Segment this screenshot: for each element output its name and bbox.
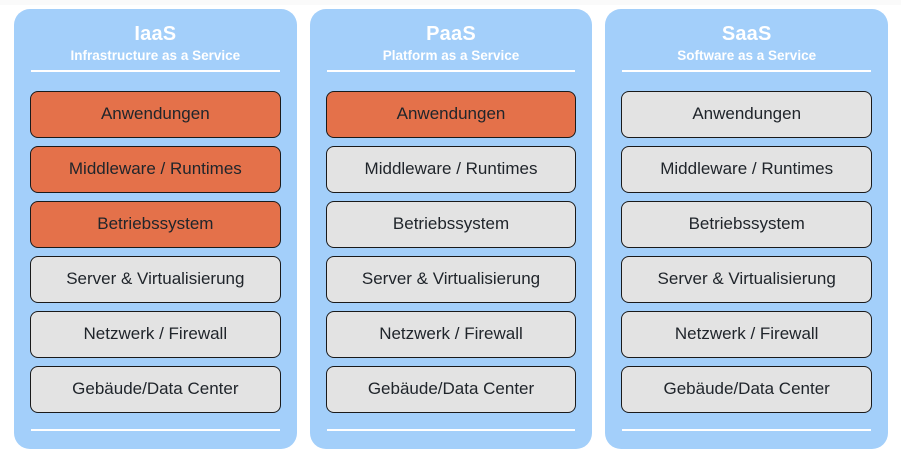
footer-divider-iaas	[31, 429, 280, 431]
panel-header-iaas: IaaS Infrastructure as a Service	[30, 9, 281, 64]
top-background-strip	[0, 0, 901, 5]
header-divider-paas	[326, 70, 576, 72]
layer-datacenter-iaas[interactable]: Gebäude/Data Center	[30, 365, 281, 413]
layer-middleware-iaas[interactable]: Middleware / Runtimes	[30, 145, 281, 193]
panel-bottom-padding-saas	[621, 431, 872, 449]
panel-bottom-padding-paas	[326, 431, 577, 449]
layer-os-paas[interactable]: Betriebssystem	[325, 200, 577, 248]
panel-iaas: IaaS Infrastructure as a Service Anwendu…	[14, 9, 297, 449]
footer-divider-saas	[622, 429, 872, 431]
layer-stack-iaas: Anwendungen Middleware / Runtimes Betrie…	[30, 72, 281, 429]
layer-network-saas[interactable]: Netzwerk / Firewall	[621, 310, 873, 358]
header-divider-iaas	[31, 70, 280, 72]
header-divider-saas	[622, 70, 872, 72]
panel-paas: PaaS Platform as a Service Anwendungen M…	[309, 9, 593, 449]
panel-abbr-paas: PaaS	[426, 23, 476, 45]
layer-os-iaas[interactable]: Betriebssystem	[30, 200, 281, 248]
layer-middleware-saas[interactable]: Middleware / Runtimes	[621, 145, 873, 193]
layer-datacenter-paas[interactable]: Gebäude/Data Center	[325, 365, 577, 413]
layer-network-iaas[interactable]: Netzwerk / Firewall	[30, 310, 281, 358]
layer-applications-saas[interactable]: Anwendungen	[621, 90, 873, 138]
layer-network-paas[interactable]: Netzwerk / Firewall	[325, 310, 577, 358]
panel-bottom-padding-iaas	[30, 431, 281, 449]
layer-applications-iaas[interactable]: Anwendungen	[30, 90, 281, 138]
layer-applications-paas[interactable]: Anwendungen	[325, 90, 577, 138]
panel-saas: SaaS Software as a Service Anwendungen M…	[605, 9, 889, 449]
layer-datacenter-saas[interactable]: Gebäude/Data Center	[621, 365, 873, 413]
panel-header-saas: SaaS Software as a Service	[621, 9, 872, 64]
panel-header-paas: PaaS Platform as a Service	[326, 9, 577, 64]
layer-middleware-paas[interactable]: Middleware / Runtimes	[325, 145, 577, 193]
layer-server-saas[interactable]: Server & Virtualisierung	[621, 255, 873, 303]
layer-server-paas[interactable]: Server & Virtualisierung	[325, 255, 577, 303]
layer-server-iaas[interactable]: Server & Virtualisierung	[30, 255, 281, 303]
panel-abbr-iaas: IaaS	[134, 23, 177, 45]
panel-full-name-iaas: Infrastructure as a Service	[70, 48, 241, 63]
panel-full-name-saas: Software as a Service	[677, 48, 817, 63]
layer-stack-saas: Anwendungen Middleware / Runtimes Betrie…	[621, 72, 873, 429]
panel-abbr-saas: SaaS	[721, 23, 772, 45]
panel-full-name-paas: Platform as a Service	[382, 48, 520, 63]
footer-divider-paas	[326, 429, 576, 431]
layer-os-saas[interactable]: Betriebssystem	[621, 200, 873, 248]
layer-stack-paas: Anwendungen Middleware / Runtimes Betrie…	[325, 72, 577, 429]
